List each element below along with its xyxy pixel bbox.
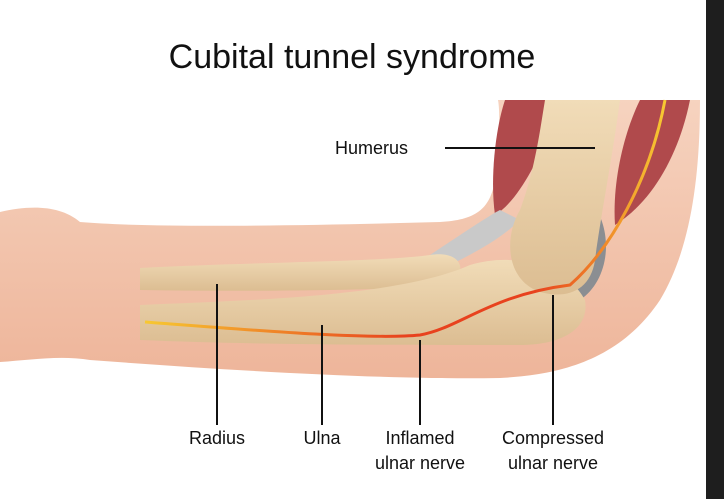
radius-bone: [140, 254, 461, 291]
label-line: Compressed: [501, 428, 605, 448]
label-compressed-ulnar-nerve: Compressed ulnar nerve: [488, 426, 618, 476]
diagram-title: Cubital tunnel syndrome: [168, 38, 536, 76]
label-line: ulnar nerve: [507, 453, 599, 473]
label-ulna: Ulna: [303, 428, 341, 448]
label-humerus: Humerus: [335, 138, 409, 158]
label-radius: Radius: [188, 428, 246, 448]
label-line: Inflamed: [385, 428, 455, 448]
tendon: [430, 210, 520, 265]
window-edge: [706, 0, 724, 499]
label-line: ulnar nerve: [374, 453, 466, 473]
ulna-bone: [140, 259, 586, 345]
ulnar-nerve: [144, 99, 667, 338]
label-inflamed-ulnar-nerve: Inflamed ulnar nerve: [360, 426, 480, 476]
